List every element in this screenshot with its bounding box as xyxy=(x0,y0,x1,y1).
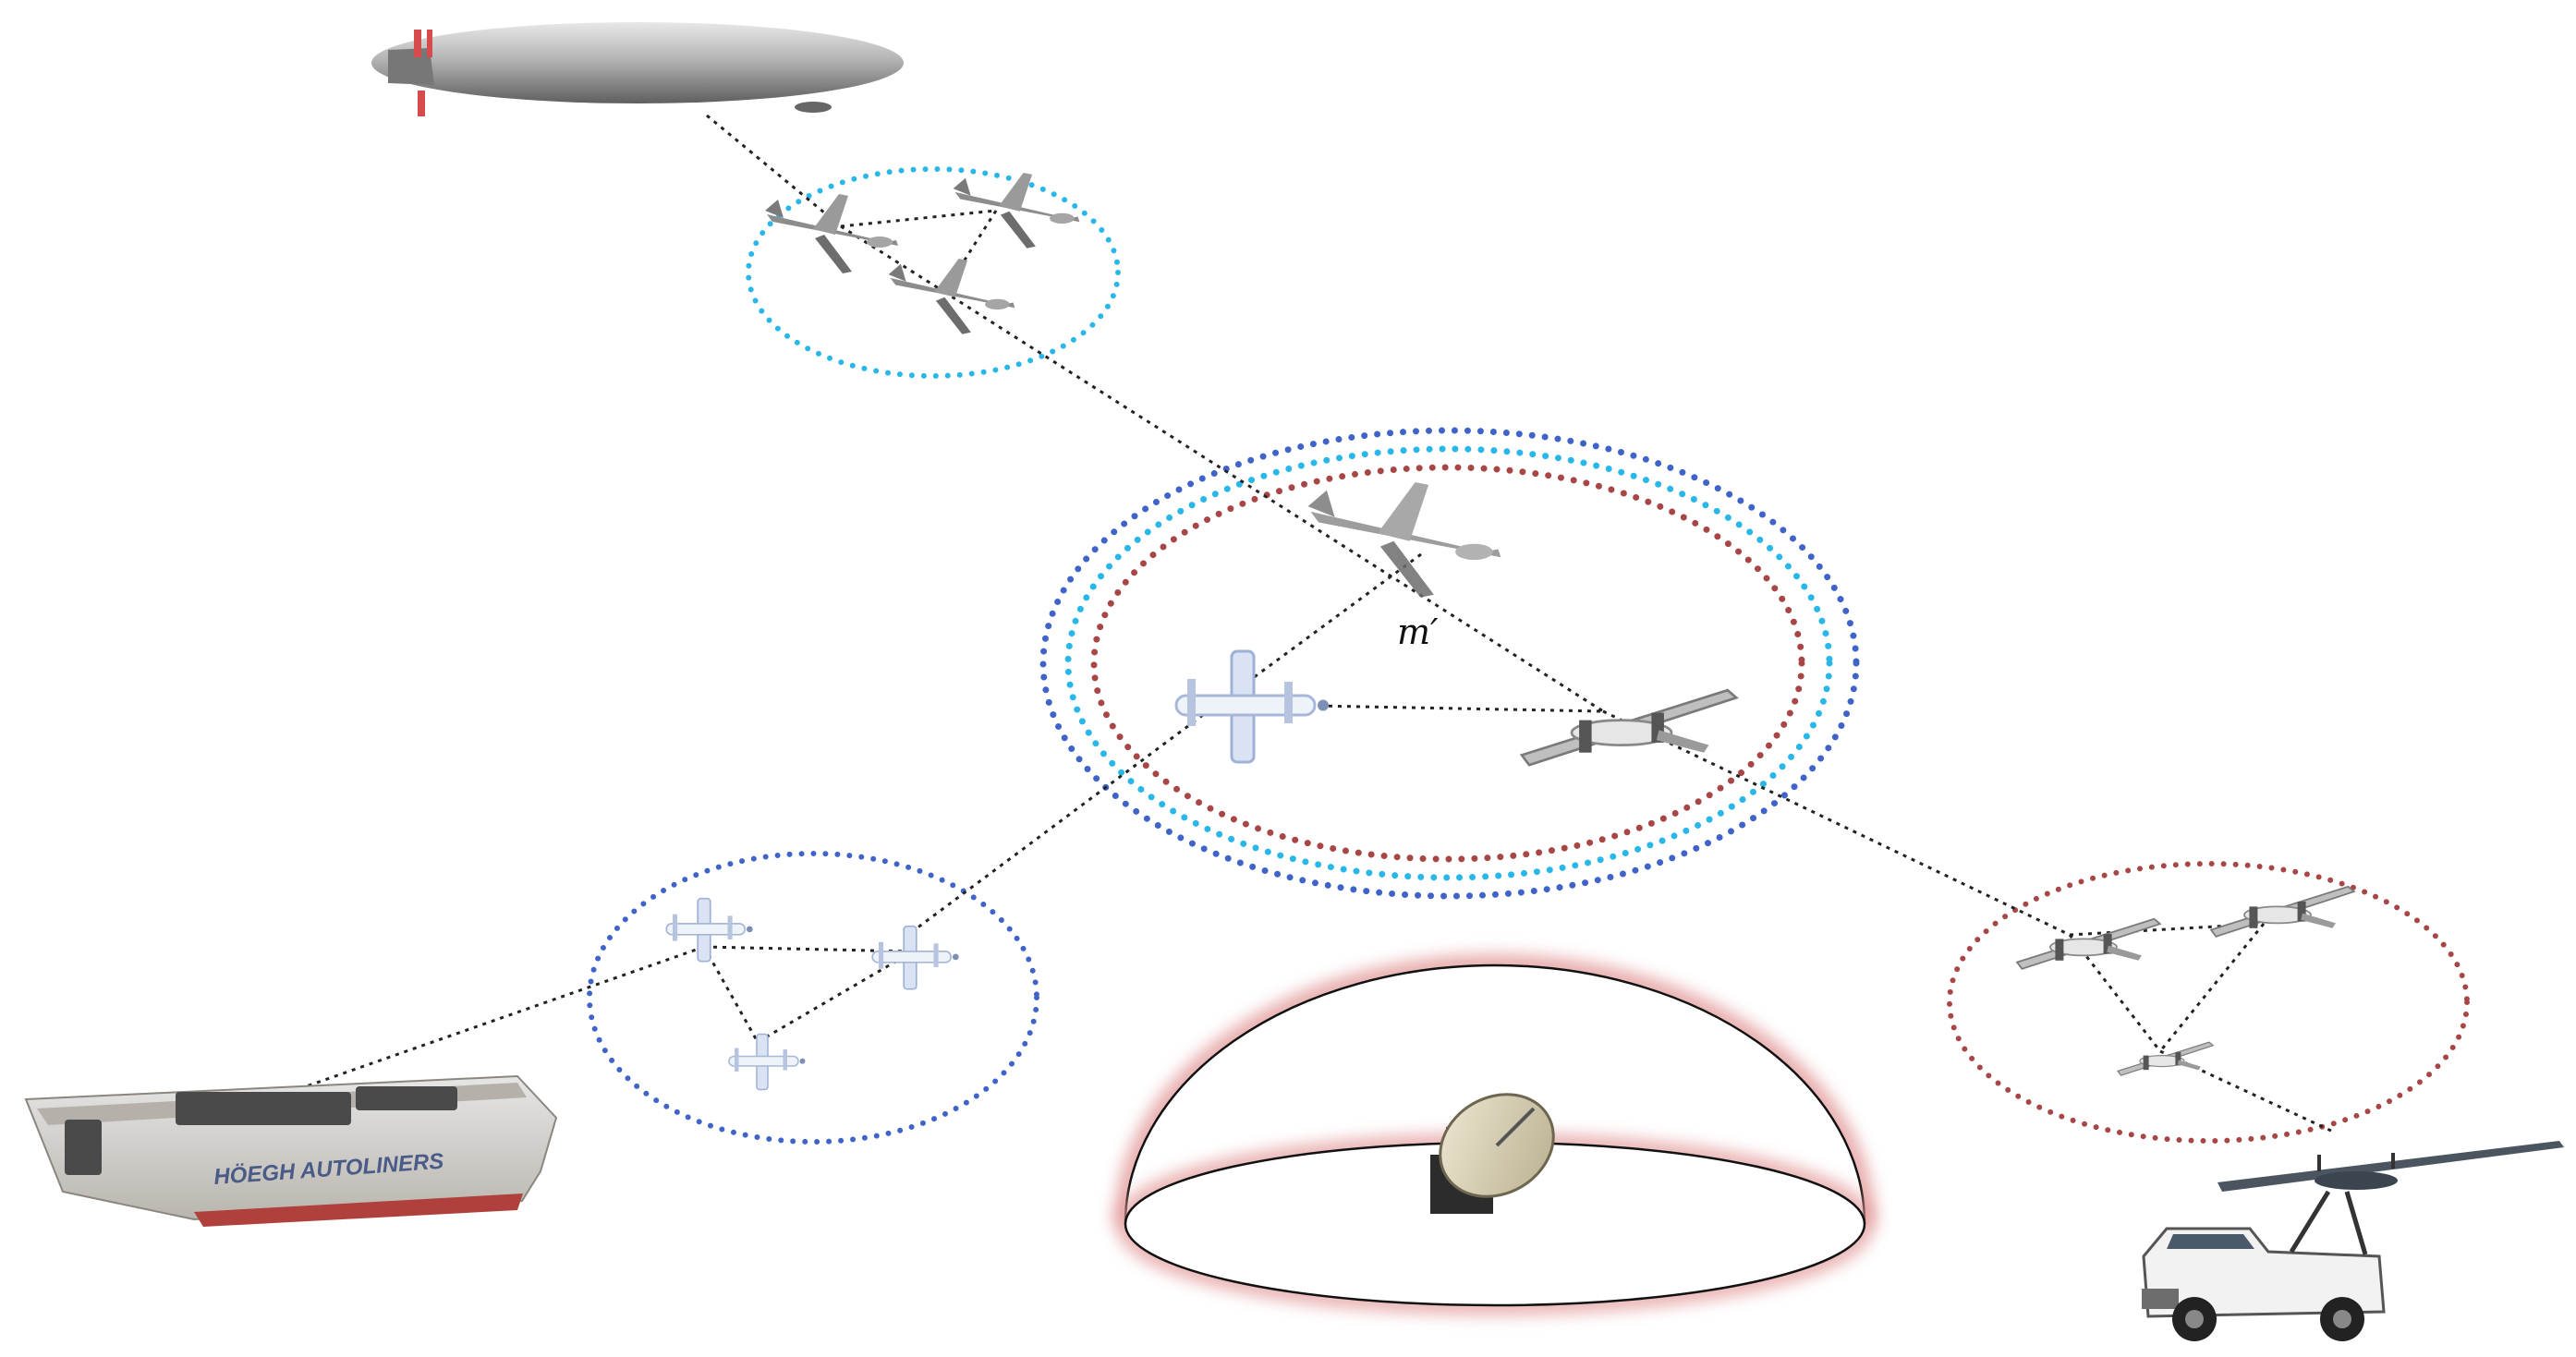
predator-drone-icon xyxy=(1307,482,1501,598)
red-cluster-drones xyxy=(2016,885,2355,1076)
predator-drone-icon xyxy=(765,194,898,273)
predator-drone-icon xyxy=(953,173,1080,248)
fixed-wing-drone-icon xyxy=(2016,917,2161,970)
blue-cluster-drones xyxy=(665,897,960,1091)
vtol-drone-icon xyxy=(1174,649,1331,764)
central-cluster-drones xyxy=(1174,482,1738,767)
vtol-drone-icon xyxy=(665,897,754,963)
center-label: m′ xyxy=(1397,612,1439,652)
fixed-wing-drone-icon xyxy=(2117,1041,2214,1076)
fixed-wing-drone-icon xyxy=(1520,688,1738,767)
satellite-dish-icon xyxy=(1430,1093,1555,1214)
fixed-wing-drone-icon xyxy=(2210,885,2355,938)
vtol-drone-icon xyxy=(871,925,960,990)
cyan-cluster-drones xyxy=(765,173,1080,334)
cyan-cluster-ring xyxy=(746,166,1121,379)
pickup-truck-icon xyxy=(2142,1141,2564,1341)
ship-icon: HÖEGH AUTOLINERS xyxy=(24,1074,558,1227)
airship-icon xyxy=(371,22,904,116)
communication-links xyxy=(295,114,2334,1133)
vtol-drone-icon xyxy=(728,1033,807,1091)
predator-drone-icon xyxy=(888,259,1015,334)
central-cluster-rings xyxy=(1039,427,1860,900)
blue-cluster-ring xyxy=(587,851,1039,1145)
red-cluster-ring xyxy=(1947,861,2470,1144)
